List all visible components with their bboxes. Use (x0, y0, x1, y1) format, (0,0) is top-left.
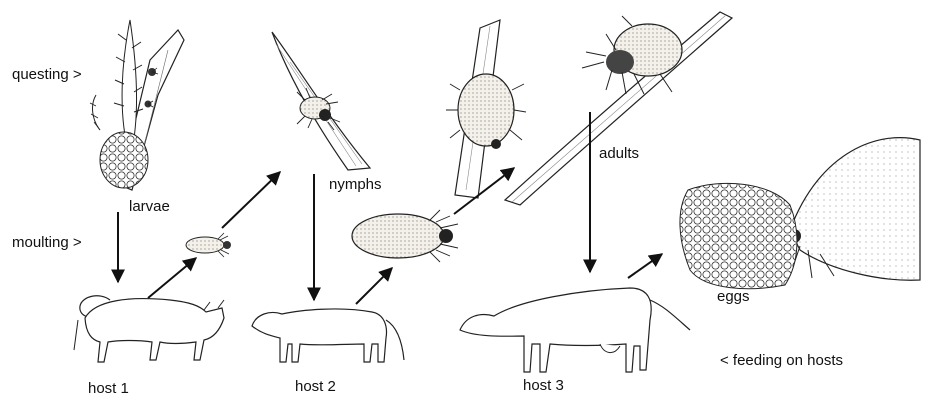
tick-icon (446, 74, 526, 149)
label-adults: adults (599, 145, 639, 162)
label-host1: host 1 (88, 380, 129, 397)
bull-icon (74, 296, 224, 362)
grass-stem-larvae (90, 20, 184, 190)
label-moulting: moulting > (12, 234, 82, 251)
tick-icon (352, 210, 458, 262)
arrow-host1-to-larva (148, 258, 196, 298)
arrow-host2-to-fed-nymph (356, 268, 392, 304)
cow-icon (460, 288, 690, 372)
label-questing: questing > (12, 66, 82, 83)
label-host2: host 2 (295, 378, 336, 395)
label-larvae: larvae (129, 198, 170, 215)
label-nymphs: nymphs (329, 176, 382, 193)
egg-mass-female (680, 138, 920, 289)
arrow-larva-to-nymph (222, 172, 280, 228)
larvae-cluster-icon (100, 132, 148, 188)
label-eggs: eggs (717, 288, 750, 305)
calf-icon (252, 309, 404, 362)
tick-icon (186, 233, 231, 257)
arrow-host3-to-eggs (628, 254, 662, 278)
label-feeding-on-hosts: < feeding on hosts (720, 352, 843, 369)
egg-mass-icon (680, 183, 797, 288)
grass-blade-nymph (272, 32, 370, 170)
label-host3: host 3 (523, 377, 564, 394)
tick-icon (582, 16, 682, 94)
